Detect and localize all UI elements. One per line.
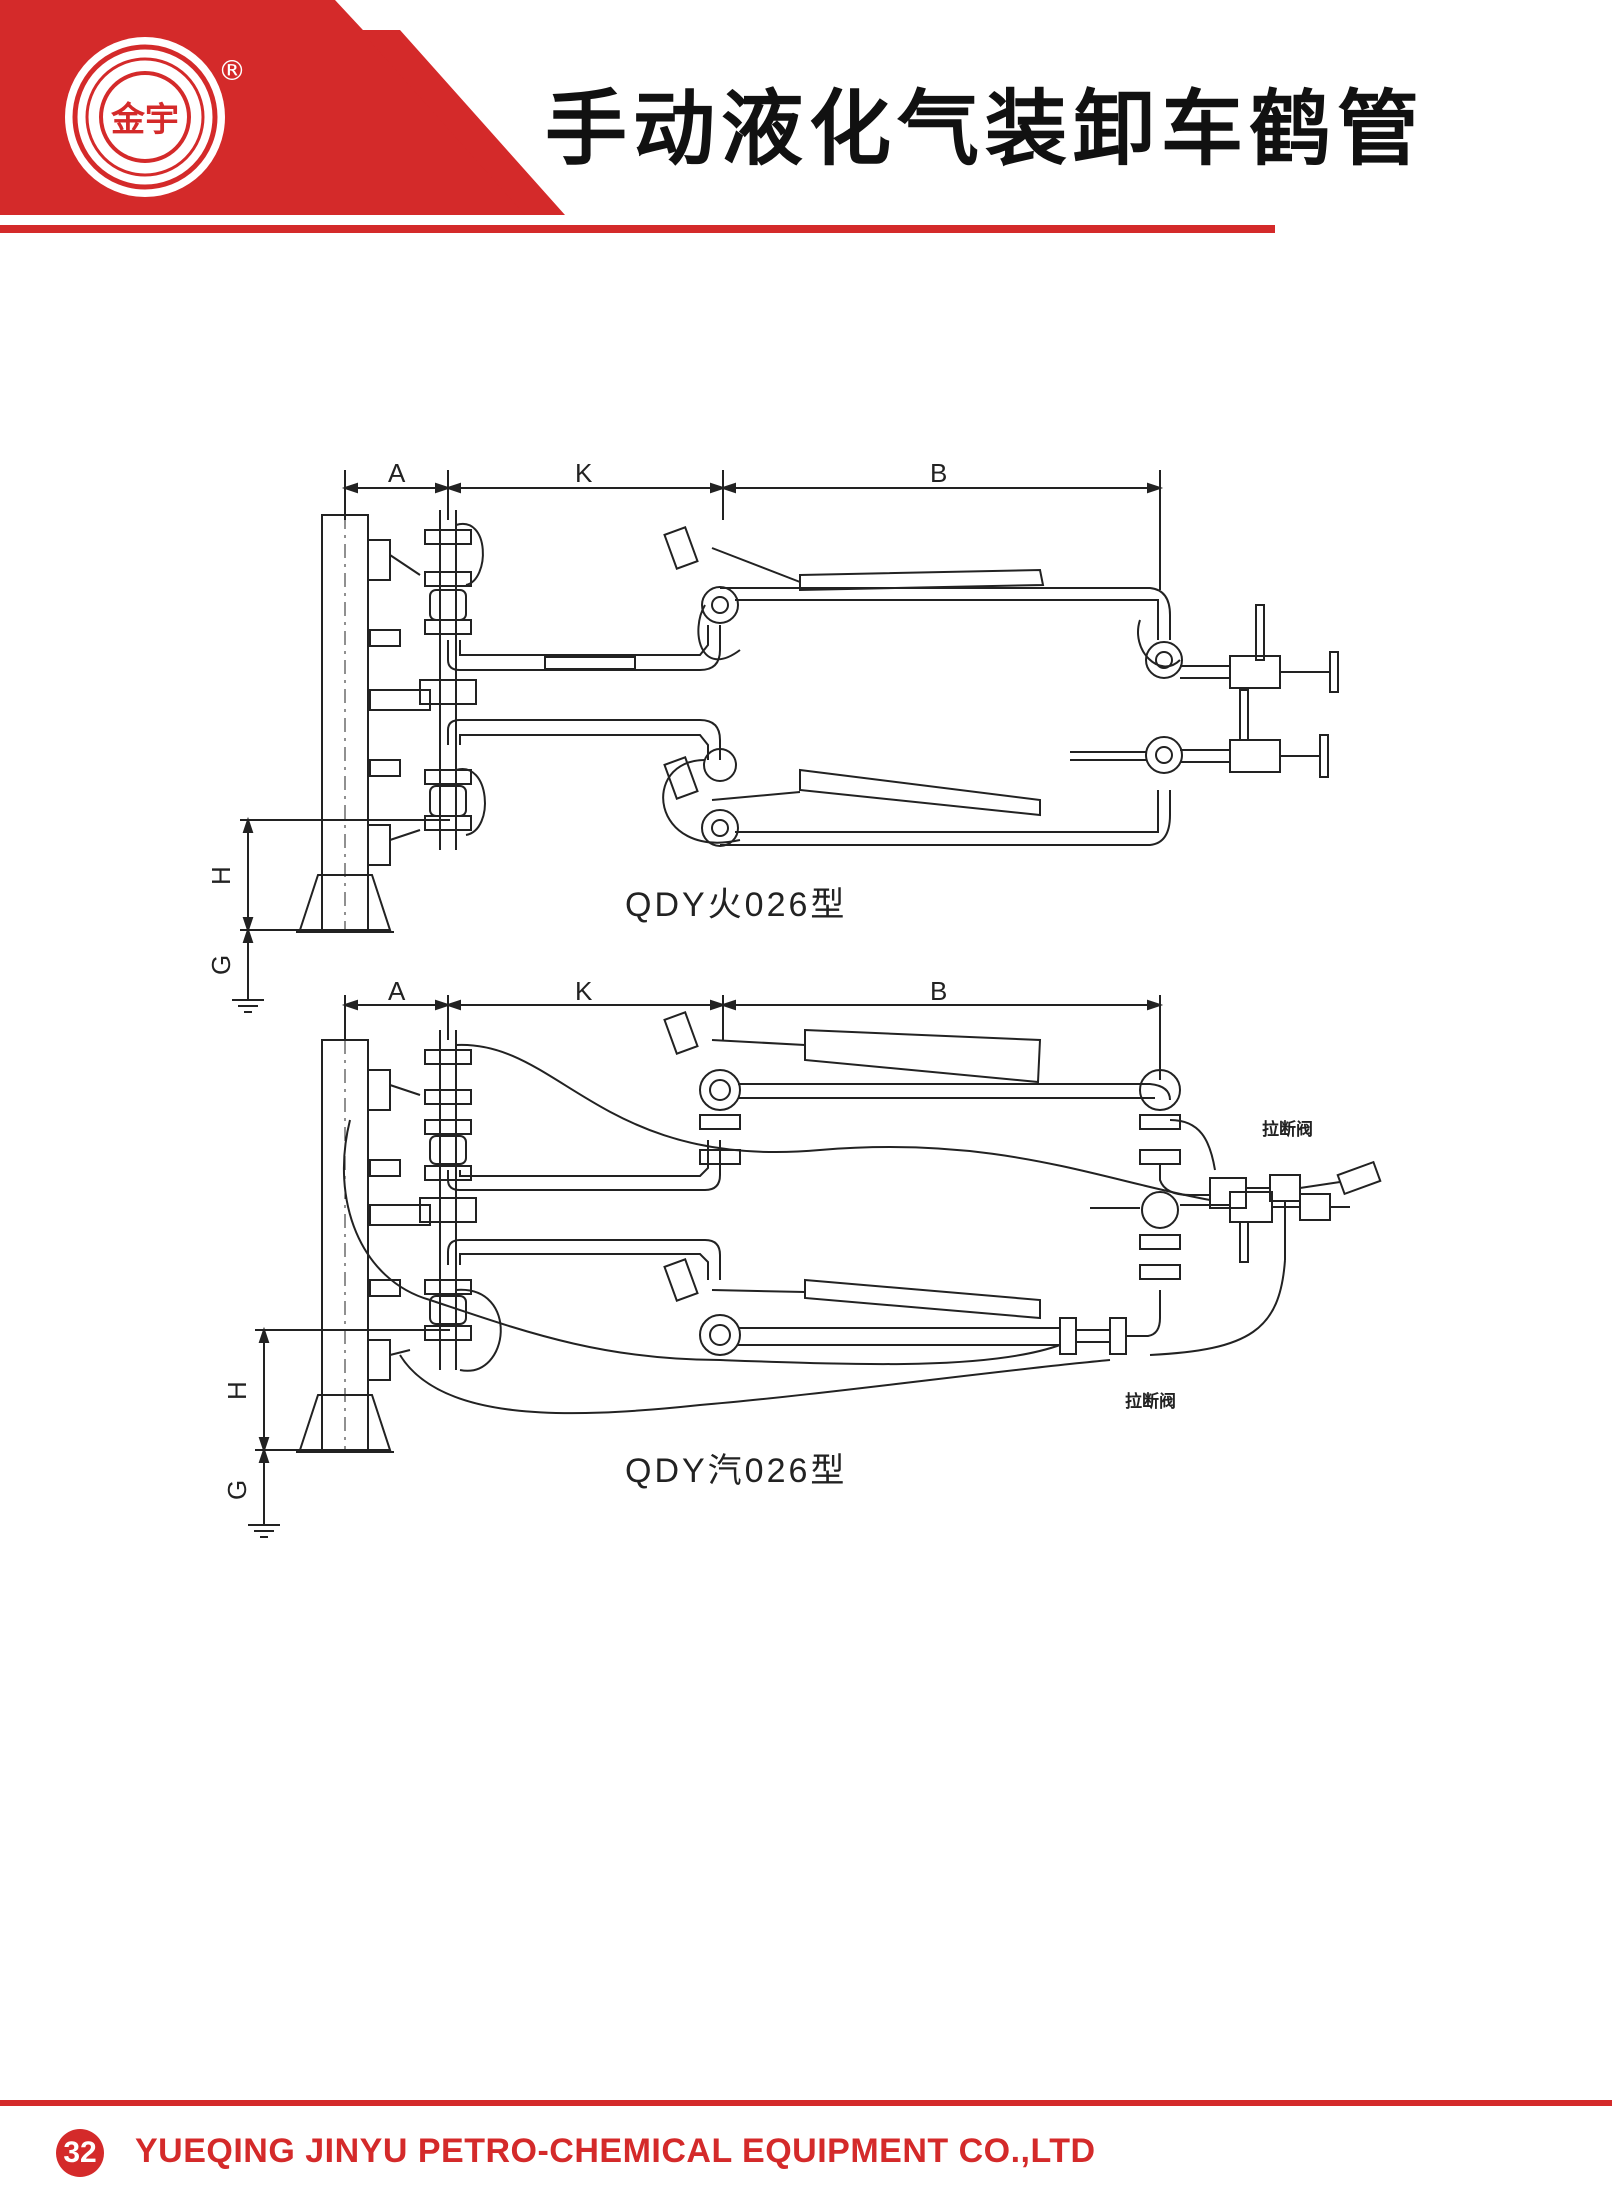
dim-b: B <box>930 458 947 488</box>
model-label-fire: QDY火026型 <box>625 886 848 924</box>
company-name: YUEQING JINYU PETRO-CHEMICAL EQUIPMENT C… <box>135 2132 1096 2170</box>
dim-g: G <box>206 955 236 975</box>
page-title: 手动液化气装卸车鹤管 <box>545 82 1426 177</box>
breakaway-valve-label-upper: 拉断阀 <box>1262 1120 1313 1140</box>
dim-a: A <box>388 458 406 488</box>
logo-text: 金宇 <box>110 100 179 140</box>
dim-h-2: H <box>222 1381 252 1400</box>
breakaway-valve-label-lower: 拉断阀 <box>1125 1392 1176 1412</box>
dim-g-2: G <box>222 1480 252 1500</box>
header-banner: 金宇 ® <box>0 0 1275 233</box>
footer-divider <box>0 2100 1612 2106</box>
dim-k-2: K <box>575 976 593 1006</box>
dim-k: K <box>575 458 593 488</box>
diagram-fire-026: A K B H G <box>206 458 1339 1013</box>
company-logo: 金宇 <box>65 37 225 197</box>
model-label-steam: QDY汽026型 <box>625 1452 848 1490</box>
registered-mark: ® <box>218 54 246 87</box>
dim-h: H <box>206 866 236 885</box>
dim-b-2: B <box>930 976 947 1006</box>
dim-a-2: A <box>388 976 406 1006</box>
diagram-steam-026: A K B H G <box>222 976 1382 1538</box>
engineering-drawings: A K B H G <box>206 458 1382 1538</box>
page-number: 32 <box>56 2129 104 2177</box>
